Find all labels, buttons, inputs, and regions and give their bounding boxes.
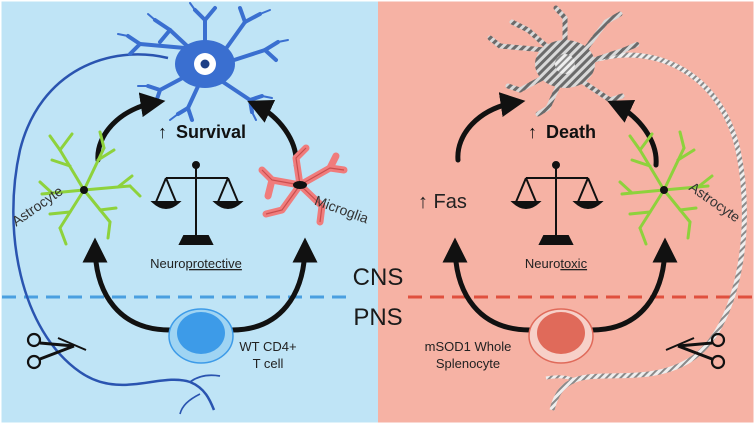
degenerated-neuron-icon [487,5,641,117]
splenocyte-label-line1: mSOD1 Whole [425,339,512,354]
survival-heading: ↑ Survival [158,122,246,142]
death-heading: ↑ Death [528,122,596,142]
cns-label: CNS [353,264,404,291]
balance-scale-icon-right [510,161,604,245]
neurotoxic-underlined: toxic [560,256,587,271]
astrocyte-nucleus-right [660,186,668,194]
up-arrow-glyph: ↑ [158,122,167,142]
t-cell-label-line1: WT CD4+ [239,339,296,354]
death-label: Death [546,122,596,142]
splenocyte-label-line2: Splenocyte [436,356,500,371]
survival-label: Survival [176,122,246,142]
neurotoxic-label: Neurotoxic [525,256,588,271]
microglia-icon [258,144,348,226]
up-arrow-glyph-right: ↑ [528,122,537,142]
neurotoxic-prefix: Neuro [525,256,560,271]
neuroprotective-prefix: Neuro [150,256,185,271]
astrocyte-icon-right [618,130,714,246]
t-cell-icon [168,308,234,364]
neuroprotective-underlined: protective [186,256,242,271]
astrocyte-icon [38,130,142,246]
right-cycle-arrows [442,92,678,333]
astrocyte-nucleus [80,186,88,194]
scissors-icon-right [665,332,726,370]
splenocyte-icon [528,308,594,364]
neuroprotective-label: Neuroprotective [150,256,242,271]
left-axon [12,53,221,415]
scissors-icon-left [26,332,87,370]
pns-label: PNS [353,304,402,331]
balance-scale-icon-left [150,161,244,245]
t-cell-label-line2: T cell [253,356,284,371]
fas-label: ↑ Fas [418,191,467,213]
right-axon [545,52,747,411]
healthy-neuron-icon [117,2,289,122]
